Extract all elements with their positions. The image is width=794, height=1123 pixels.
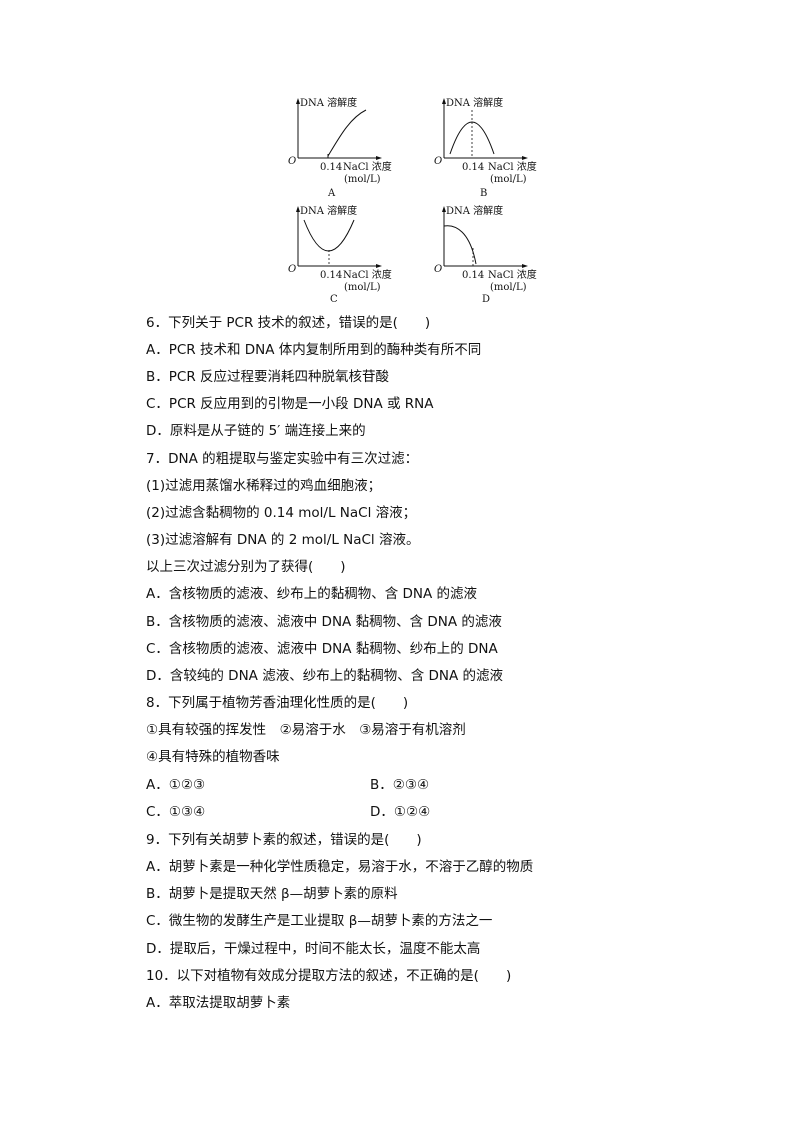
- graph-b-ylabel: DNA 溶解度: [446, 98, 504, 109]
- q9-option-d: D．提取后，干燥过程中，时间不能太长，温度不能太高: [146, 941, 481, 957]
- graph-a-plot: [296, 98, 382, 160]
- q6-stem: 6．下列关于 PCR 技术的叙述，错误的是( ): [146, 315, 431, 331]
- q8-statement-1: ①具有较强的挥发性 ②易溶于水 ③易溶于有机溶剂: [146, 722, 466, 738]
- graph-b: DNA 溶解度 O 0.14 NaCl 浓度 (mol/L) B: [432, 96, 562, 199]
- q6-option-a: A．PCR 技术和 DNA 体内复制所用到的酶种类有所不同: [146, 342, 482, 358]
- graph-b-unit: (mol/L): [490, 174, 527, 185]
- q6-option-b: B．PCR 反应过程要消耗四种脱氧核苷酸: [146, 369, 389, 385]
- q7-ask: 以上三次过滤分别为了获得( ): [146, 559, 346, 575]
- q8-statement-2: ④具有特殊的植物香味: [146, 749, 280, 765]
- graph-d-plot: [442, 206, 528, 268]
- q7-statement-1: (1)过滤用蒸馏水稀释过的鸡血细胞液；: [146, 478, 382, 494]
- q7-statement-2: (2)过滤含黏稠物的 0.14 mol/L NaCl 溶液；: [146, 505, 417, 521]
- q7-option-b: B．含核物质的滤液、滤液中 DNA 黏稠物、含 DNA 的滤液: [146, 614, 502, 630]
- graph-a-xlabel: NaCl 浓度: [343, 162, 392, 173]
- q6-option-d: D．原料是从子链的 5′ 端连接上来的: [146, 423, 366, 439]
- q7-option-d: D．含较纯的 DNA 滤液、纱布上的黏稠物、含 DNA 的滤液: [146, 668, 504, 684]
- graph-c-tick: 0.14: [320, 270, 343, 281]
- graph-c-origin: O: [288, 264, 297, 275]
- q9-option-c: C．微生物的发酵生产是工业提取 β—胡萝卜素的方法之一: [146, 913, 493, 929]
- graph-a-curve: [327, 109, 367, 157]
- graph-d-xlabel: NaCl 浓度: [488, 270, 537, 281]
- q8-option-c: C．①③④: [146, 804, 206, 820]
- graph-c-unit: (mol/L): [344, 282, 381, 293]
- graph-a-ylabel: DNA 溶解度: [300, 98, 358, 109]
- q7-option-a: A．含核物质的滤液、纱布上的黏稠物、含 DNA 的滤液: [146, 586, 478, 602]
- graph-a-origin: O: [288, 156, 297, 167]
- graph-b-tick: 0.14: [462, 162, 485, 173]
- graph-d-origin: O: [434, 264, 443, 275]
- graph-d-tick: 0.14: [462, 270, 485, 281]
- q9-option-b: B．胡萝卜是提取天然 β—胡萝卜素的原料: [146, 886, 398, 902]
- graph-d: DNA 溶解度 O 0.14 NaCl 浓度 (mol/L) D: [432, 204, 562, 305]
- q6-option-c: C．PCR 反应用到的引物是一小段 DNA 或 RNA: [146, 396, 434, 412]
- graph-c: DNA 溶解度 O 0.14 NaCl 浓度 (mol/L) C: [288, 204, 418, 305]
- q7-option-c: C．含核物质的滤液、滤液中 DNA 黏稠物、纱布上的 DNA: [146, 641, 498, 657]
- graph-b-plot: [442, 98, 528, 160]
- q8-option-b: B．②③④: [370, 777, 430, 793]
- graph-b-xlabel: NaCl 浓度: [488, 162, 537, 173]
- graph-c-xlabel: NaCl 浓度: [343, 270, 392, 281]
- graph-d-unit: (mol/L): [490, 282, 527, 293]
- graph-c-caption: C: [330, 294, 338, 305]
- graph-b-origin: O: [434, 156, 443, 167]
- graph-b-caption: B: [480, 188, 488, 199]
- graph-d-curve: [443, 225, 477, 265]
- graph-c-plot: [296, 206, 382, 268]
- graph-c-ylabel: DNA 溶解度: [300, 206, 358, 217]
- q10-stem: 10．以下对植物有效成分提取方法的叙述，不正确的是( ): [146, 968, 512, 984]
- q9-stem: 9．下列有关胡萝卜素的叙述，错误的是( ): [146, 832, 422, 848]
- graph-c-curve: [303, 219, 355, 252]
- q9-option-a: A．胡萝卜素是一种化学性质稳定，易溶于水，不溶于乙醇的物质: [146, 859, 534, 875]
- q8-option-a: A．①②③: [146, 777, 206, 793]
- q7-stem: 7．DNA 的粗提取与鉴定实验中有三次过滤：: [146, 451, 419, 467]
- q8-stem: 8．下列属于植物芳香油理化性质的是( ): [146, 695, 409, 711]
- graph-a-unit: (mol/L): [344, 174, 381, 185]
- q7-statement-3: (3)过滤溶解有 DNA 的 2 mol/L NaCl 溶液。: [146, 532, 420, 548]
- q8-option-d: D．①②④: [370, 804, 431, 820]
- graph-a-tick: 0.14: [320, 162, 343, 173]
- graph-a-caption: A: [328, 188, 336, 199]
- graph-d-ylabel: DNA 溶解度: [446, 206, 504, 217]
- graph-d-caption: D: [482, 294, 491, 305]
- q10-option-a: A．萃取法提取胡萝卜素: [146, 995, 291, 1011]
- graph-a: DNA 溶解度 O 0.14 NaCl 浓度 (mol/L) A: [288, 96, 418, 199]
